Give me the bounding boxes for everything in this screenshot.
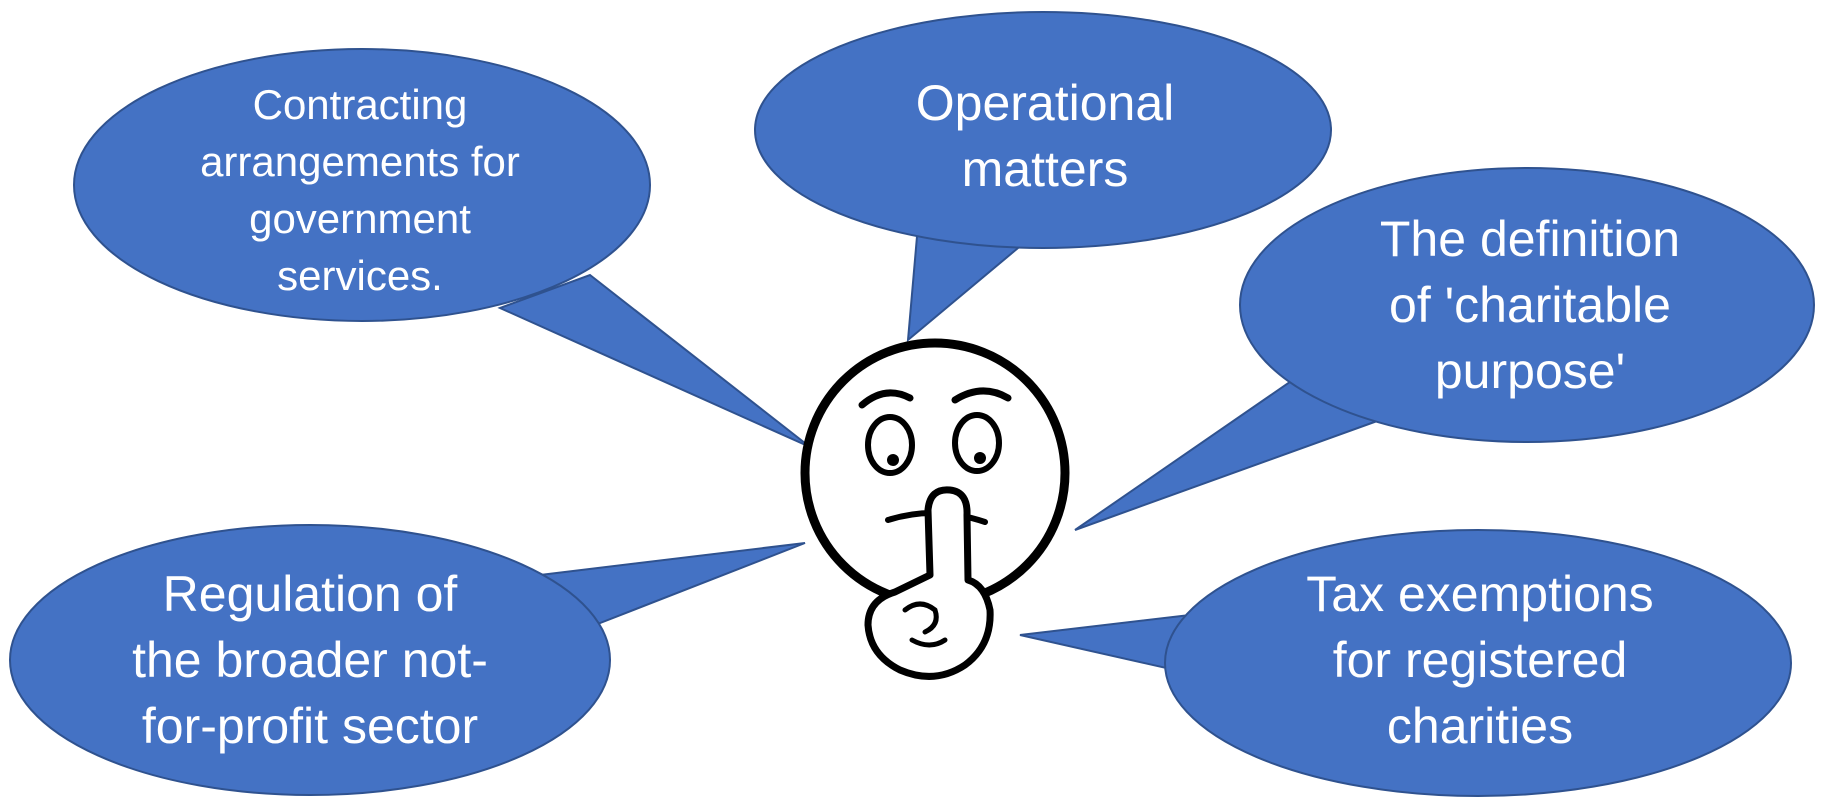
bubble-operational-shape: [754, 11, 1332, 249]
bubble-definition-line-2: of 'charitable: [1389, 277, 1671, 333]
left-eyebrow: [858, 389, 914, 409]
hand-knuckle: [902, 601, 939, 635]
bubble-contracting-line-3: government: [249, 195, 471, 242]
bubble-tax-line-2: for registered: [1332, 632, 1628, 688]
bubble-definition-line-1: The definition: [1379, 211, 1681, 267]
bubble-definition-shape: [1239, 167, 1815, 443]
shush-face-icon: [800, 338, 1070, 680]
bubble-tax-line-1: Tax exemptions: [1306, 566, 1654, 622]
bubble-text-contracting: Contracting arrangements for government …: [160, 70, 560, 310]
bubble-regulation-shape: [9, 524, 611, 796]
bubble-operational: [754, 11, 1332, 343]
bubble-text-tax: Tax exemptions for registered charities: [1260, 560, 1700, 760]
bubble-contracting: [73, 48, 811, 448]
right-pupil: [974, 452, 986, 464]
bubble-regulation-line-3: for-profit sector: [141, 698, 479, 754]
bubble-contracting-line-4: services.: [277, 252, 443, 299]
bubble-contracting-tail: [497, 273, 811, 448]
bubble-text-operational: Operational matters: [830, 66, 1260, 206]
bubble-contracting-shape: [73, 48, 651, 322]
bubble-tax-line-3: charities: [1386, 698, 1574, 754]
bubble-tax-shape: [1164, 529, 1792, 797]
left-eye: [865, 414, 915, 476]
hand-crease: [909, 637, 948, 648]
bubble-contracting-line-2: arrangements for: [200, 138, 520, 185]
bubble-operational-line-2: matters: [961, 141, 1129, 197]
bubble-regulation-line-2: the broader not-: [132, 632, 488, 688]
left-pupil: [887, 454, 899, 466]
bubble-text-regulation: Regulation of the broader not- for-profi…: [90, 560, 530, 760]
bubble-text-definition: The definition of 'charitable purpose': [1320, 205, 1740, 405]
bubble-definition: [1074, 167, 1815, 531]
right-eyebrow: [951, 387, 1012, 404]
bubble-regulation-line-1: Regulation of: [162, 566, 458, 622]
bubble-regulation: [9, 524, 806, 796]
hand-finger: [864, 486, 994, 680]
bubble-tax: [1019, 529, 1792, 797]
bubble-contracting-line-1: Contracting: [252, 81, 468, 128]
bubble-operational-line-1: Operational: [915, 75, 1175, 131]
bubble-definition-line-3: purpose': [1434, 343, 1626, 399]
right-eye: [952, 412, 1002, 474]
